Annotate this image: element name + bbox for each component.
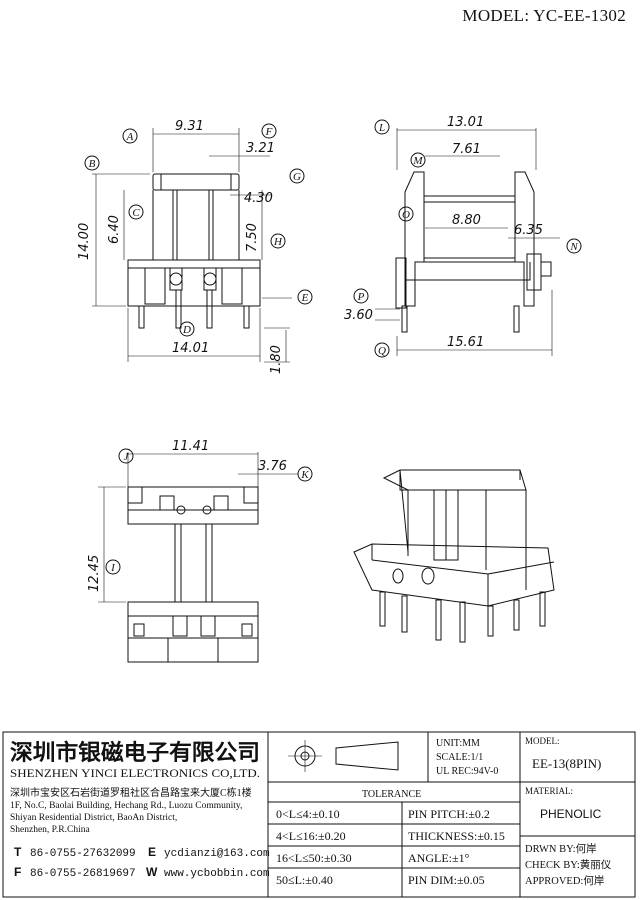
dim-side-base: 15.61 [447, 335, 484, 350]
callout-h: H [273, 236, 283, 248]
address-en-1: 1F, No.C, Baolai Building, Hechang Rd., … [10, 801, 242, 811]
dim-front-offset: 3.21 [246, 141, 275, 156]
email-label: E [148, 845, 156, 859]
thickness: THICKNESS:±0.15 [408, 829, 505, 843]
callout-l: L [378, 122, 385, 134]
angle: ANGLE:±1° [408, 851, 470, 865]
material-label: MATERIAL: [525, 786, 573, 796]
tolerance-3: 16<L≤50:±0.30 [276, 851, 352, 865]
drawn-by: DRWN BY:何岸 [525, 842, 597, 855]
address-en-3: Shenzhen, P.R.China [10, 825, 90, 835]
front-view [92, 128, 292, 363]
callout-p: P [357, 291, 365, 303]
callout-letters: A F B G C H E D L M O N P Q J K I [89, 122, 579, 574]
callout-f: F [265, 126, 273, 138]
dim-front-width: 9.31 [175, 119, 204, 134]
tolerance-title: TOLERANCE [362, 789, 421, 800]
dim-front-winding: 7.50 [245, 223, 260, 252]
isometric-view [353, 469, 555, 643]
company-name-en: SHENZHEN YINCI ELECTRONICS CO,LTD. [10, 766, 260, 780]
model-header: MODEL: YC-EE-1302 [462, 6, 626, 25]
title-block-frame [2, 731, 636, 898]
callout-a: A [126, 131, 134, 143]
email-value: ycdianzi@163.com [164, 848, 270, 860]
title-block-text: 深圳市银磁电子有限公司 SHENZHEN YINCI ELECTRONICS C… [10, 736, 612, 887]
dim-side-flange: 6.35 [514, 223, 543, 238]
address-cn: 深圳市宝安区石岩街道罗租社区合昌路宝来大厦C栋1楼 [10, 786, 252, 799]
dim-side-window: 7.61 [452, 142, 481, 157]
side-view [375, 128, 560, 356]
dim-bottom-offset: 3.76 [258, 459, 287, 474]
pin-pitch: PIN PITCH:±0.2 [408, 807, 490, 821]
dim-bottom-height: 12.45 [87, 555, 102, 592]
scale-text: SCALE:1/1 [436, 752, 483, 763]
check-by: CHECK BY:黄丽仪 [525, 858, 612, 871]
dim-front-pin: 1.80 [269, 345, 284, 374]
side-view-dims: 13.01 7.61 8.80 6.35 3.60 15.61 [344, 115, 543, 350]
callout-c: C [132, 207, 140, 219]
callout-b: B [89, 158, 96, 170]
tel-value: 86-0755-27632099 [30, 848, 136, 860]
model-value: EE-13(8PIN) [532, 756, 601, 771]
bottom-view [98, 452, 298, 663]
pin-dim: PIN DIM:±0.05 [408, 873, 485, 887]
callout-j: J [124, 451, 130, 463]
callouts [84, 119, 582, 575]
tolerance-4: 50≤L:±0.40 [276, 873, 333, 887]
ul-rec-text: UL REC:94V-0 [436, 766, 498, 777]
company-name-cn: 深圳市银磁电子有限公司 [10, 740, 260, 765]
callout-o: O [402, 209, 410, 221]
model-label: MODEL: [525, 736, 560, 746]
front-view-dims: 9.31 3.21 4.30 14.00 6.40 7.50 14.01 1.8… [77, 119, 284, 374]
dim-front-height: 14.00 [77, 223, 92, 260]
callout-q: Q [378, 345, 386, 357]
tolerance-1: 0<L≤4:±0.10 [276, 807, 340, 821]
callout-i: I [110, 562, 116, 574]
web-label: W [146, 865, 158, 879]
fax-value: 86-0755-26819697 [30, 868, 136, 880]
address-en-2: Shiyan Residential District, BaoAn Distr… [10, 813, 177, 823]
dim-bottom-width: 11.41 [172, 439, 209, 454]
unit-text: UNIT:MM [436, 738, 480, 749]
web-value: www.ycbobbin.com [164, 868, 270, 880]
callout-n: N [569, 241, 578, 253]
dim-side-pin: 3.60 [344, 308, 373, 323]
tolerance-2: 4<L≤16:±0.20 [276, 829, 346, 843]
approved-by: APPROVED:何岸 [525, 874, 604, 887]
tel-label: T [14, 845, 22, 859]
bottom-view-dims: 11.41 3.76 12.45 [87, 439, 287, 592]
fax-label: F [14, 865, 21, 879]
dim-front-flange: 4.30 [244, 191, 273, 206]
dim-front-base: 14.01 [172, 341, 209, 356]
callout-d: D [182, 324, 191, 336]
callout-m: M [412, 155, 423, 167]
dim-side-core: 8.80 [452, 213, 481, 228]
material-value: PHENOLIC [540, 807, 602, 821]
callout-e: E [301, 292, 309, 304]
dim-side-top: 13.01 [447, 115, 484, 130]
callout-g: G [293, 171, 301, 183]
callout-k: K [300, 469, 309, 481]
dim-front-inner: 6.40 [107, 215, 122, 244]
